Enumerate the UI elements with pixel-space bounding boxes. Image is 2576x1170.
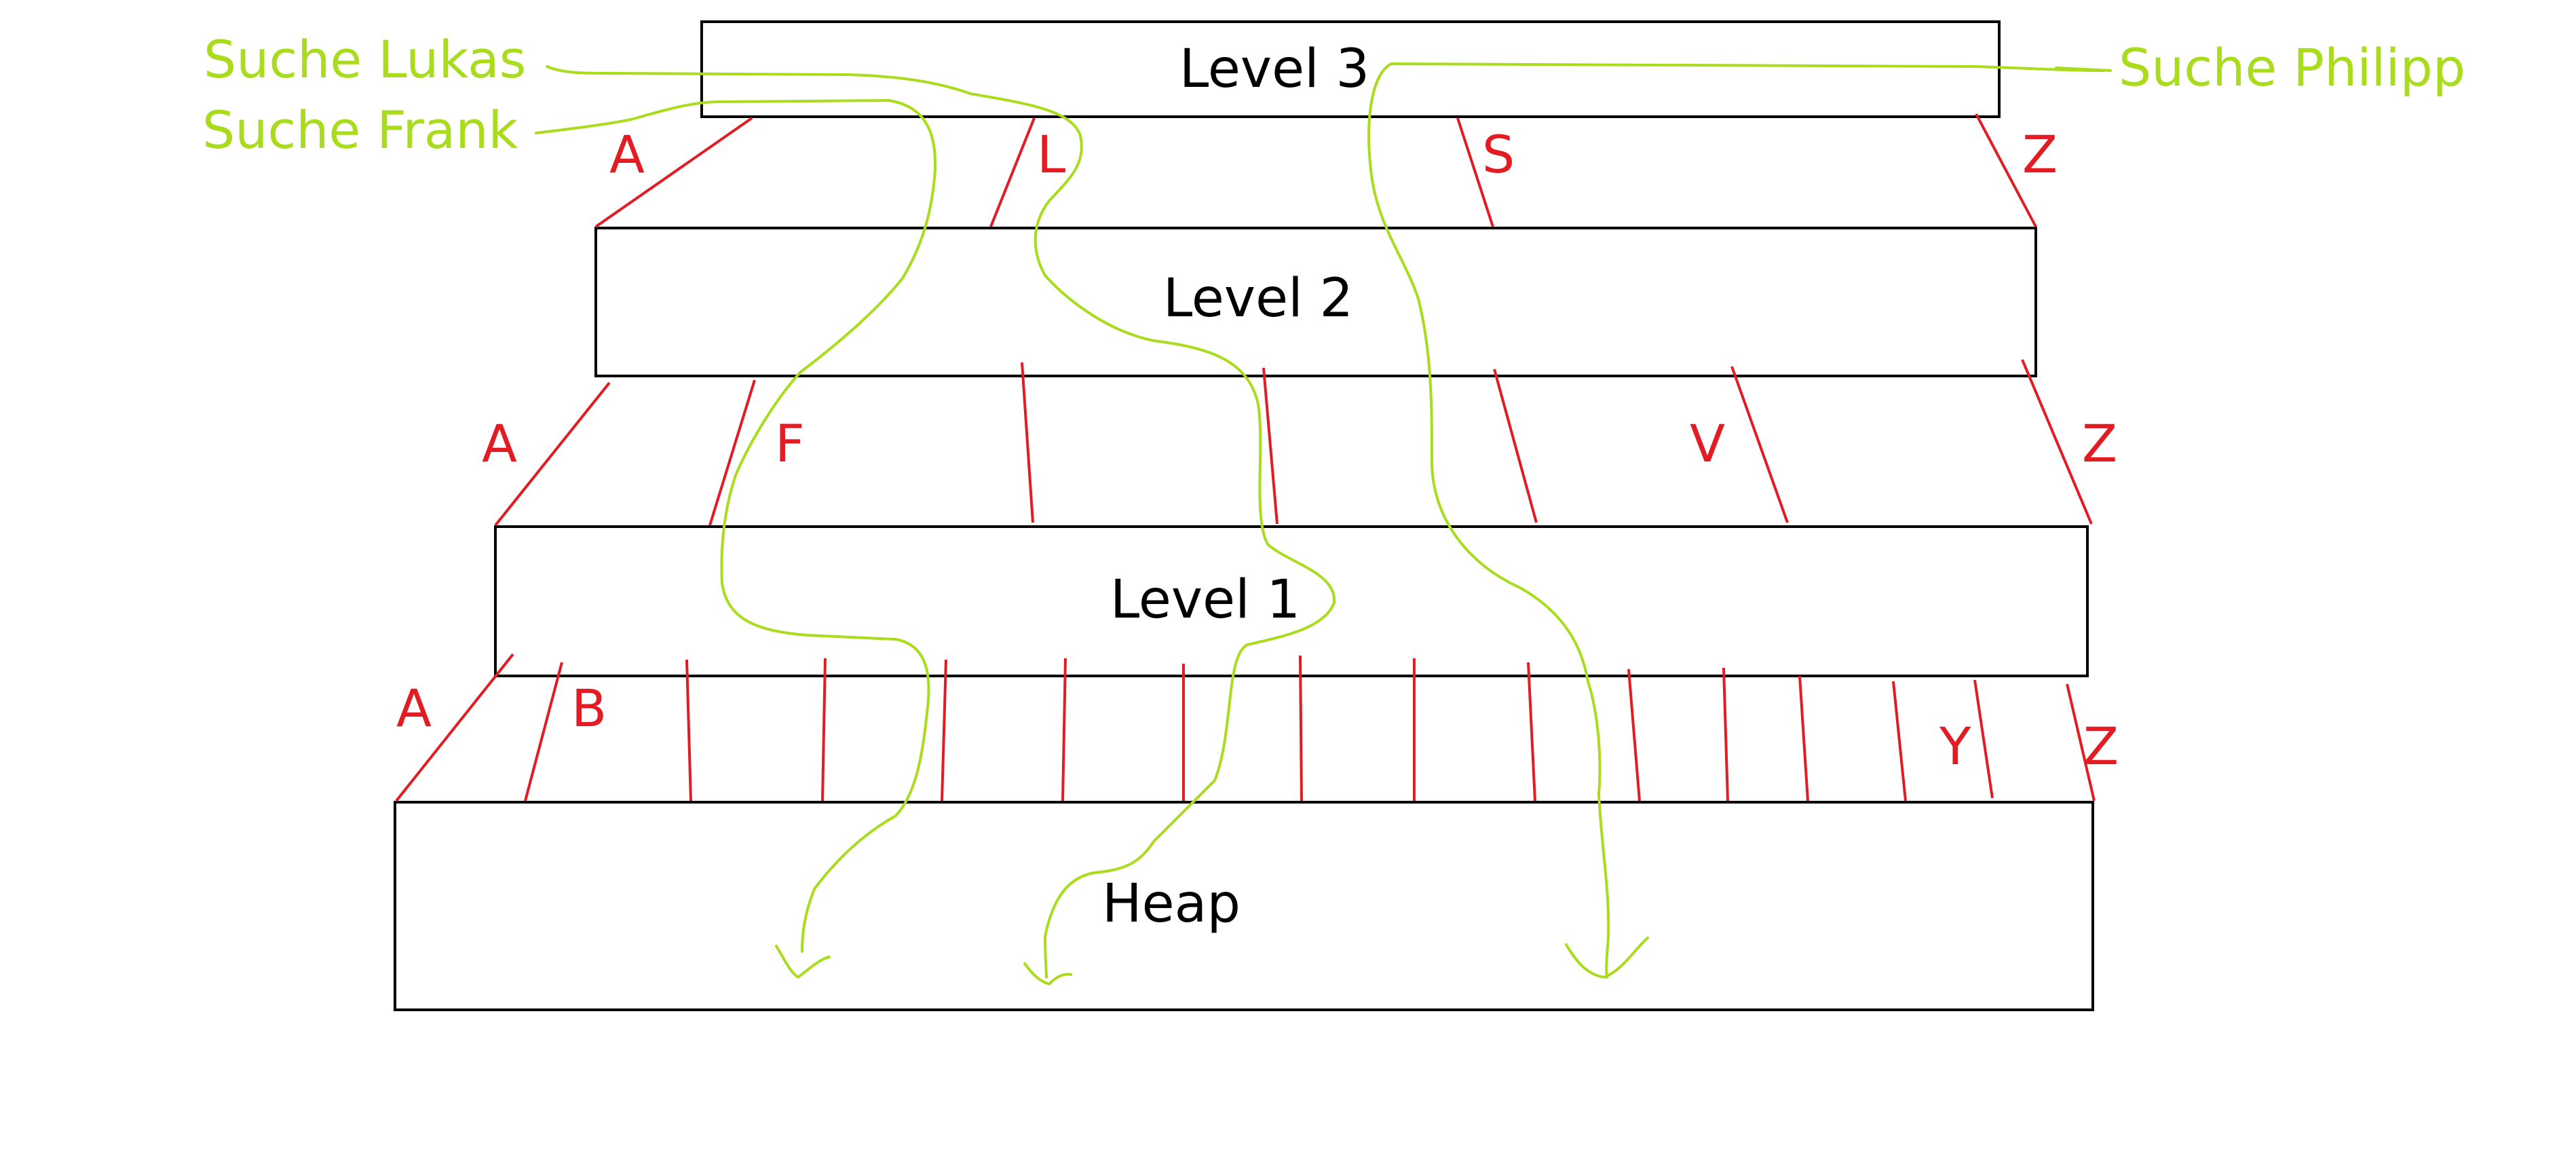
level-3-box (700, 20, 2001, 118)
key-label: S (1482, 124, 1515, 185)
pointer-line (1798, 675, 1809, 801)
level-1-label: Level 1 (1110, 569, 1300, 630)
level-1-pointers (395, 653, 2096, 802)
level-2-box (594, 227, 2037, 377)
pointer-line (1493, 369, 1538, 523)
pointer-line (1973, 679, 1994, 799)
pointer-line (1456, 117, 1494, 227)
level-3-pointers (594, 113, 2037, 228)
key-label: V (1690, 413, 1725, 474)
key-label: Z (2082, 413, 2117, 474)
level-1-box (494, 525, 2089, 677)
level-2-label: Level 2 (1163, 268, 1353, 329)
pointer-line (494, 381, 611, 527)
search-path-lukas (546, 65, 1336, 979)
pointer-line (524, 662, 563, 801)
key-label: F (775, 413, 805, 474)
search-path-philipp (1367, 62, 2105, 979)
heap-box (394, 801, 2094, 1011)
key-label: L (1037, 124, 1065, 185)
search-label-lukas: Suche Lukas (204, 29, 526, 90)
search-arrowhead-philipp (1565, 937, 1649, 979)
pointer-line (1722, 667, 1729, 801)
key-label: Z (2083, 716, 2119, 776)
pointer-line (1299, 655, 1303, 801)
search-arrowhead-lukas (1023, 962, 1072, 985)
pointer-line (941, 659, 947, 801)
pointer-line (989, 117, 1036, 227)
pointer-line (1892, 681, 1907, 801)
pointer-line (1730, 366, 1789, 523)
search-label-frank: Suche Frank (202, 100, 518, 160)
pointer-line (2021, 359, 2093, 525)
search-label-philipp: Suche Philipp (2119, 37, 2465, 98)
search-path-frank (535, 99, 937, 953)
key-label: Z (2022, 124, 2058, 185)
pointer-line (821, 658, 827, 801)
pointer-line (1627, 668, 1641, 801)
pointer-line (1975, 113, 2037, 227)
pointer-line (594, 117, 753, 228)
search-leader-philipp (2055, 67, 2112, 72)
search-arrowhead-frank (775, 945, 831, 979)
key-label: A (609, 124, 645, 185)
key-label: Y (1939, 716, 1971, 776)
pointer-line (685, 659, 692, 801)
heap-label: Heap (1102, 873, 1240, 935)
pointer-line (1061, 658, 1067, 801)
key-label: B (571, 678, 607, 738)
pointer-line (1527, 662, 1536, 801)
key-label: A (396, 678, 432, 738)
pointer-line (1262, 367, 1278, 525)
level-2-pointers (494, 359, 2093, 527)
level-3-label: Level 3 (1179, 39, 1369, 100)
pointer-line (395, 653, 514, 802)
pointer-line (1021, 362, 1034, 523)
pointer-line (708, 379, 756, 526)
key-label: A (482, 413, 517, 474)
pointer-line (2066, 683, 2096, 801)
